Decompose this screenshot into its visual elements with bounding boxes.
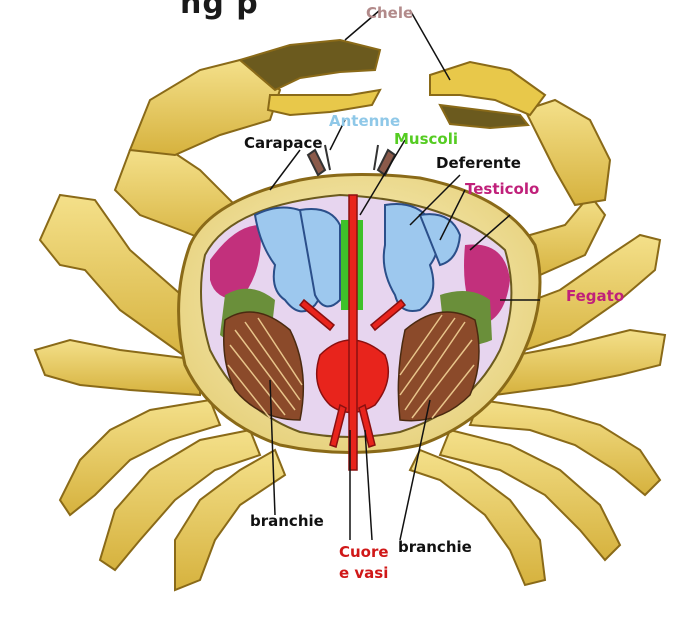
label-fegato: Fegato bbox=[566, 289, 624, 304]
label-branchie-left: branchie bbox=[250, 514, 324, 529]
label-chele: Chele bbox=[366, 6, 413, 21]
label-cuore-line2: e vasi bbox=[339, 566, 388, 581]
label-deferente: Deferente bbox=[436, 156, 521, 171]
label-carapace: Carapace bbox=[244, 136, 323, 151]
label-muscoli: Muscoli bbox=[394, 132, 458, 147]
label-antenne: Antenne bbox=[329, 114, 400, 129]
label-branchie-right: branchie bbox=[398, 540, 472, 555]
label-testicolo: Testicolo bbox=[465, 182, 539, 197]
label-cuore-line1: Cuore bbox=[339, 545, 389, 560]
